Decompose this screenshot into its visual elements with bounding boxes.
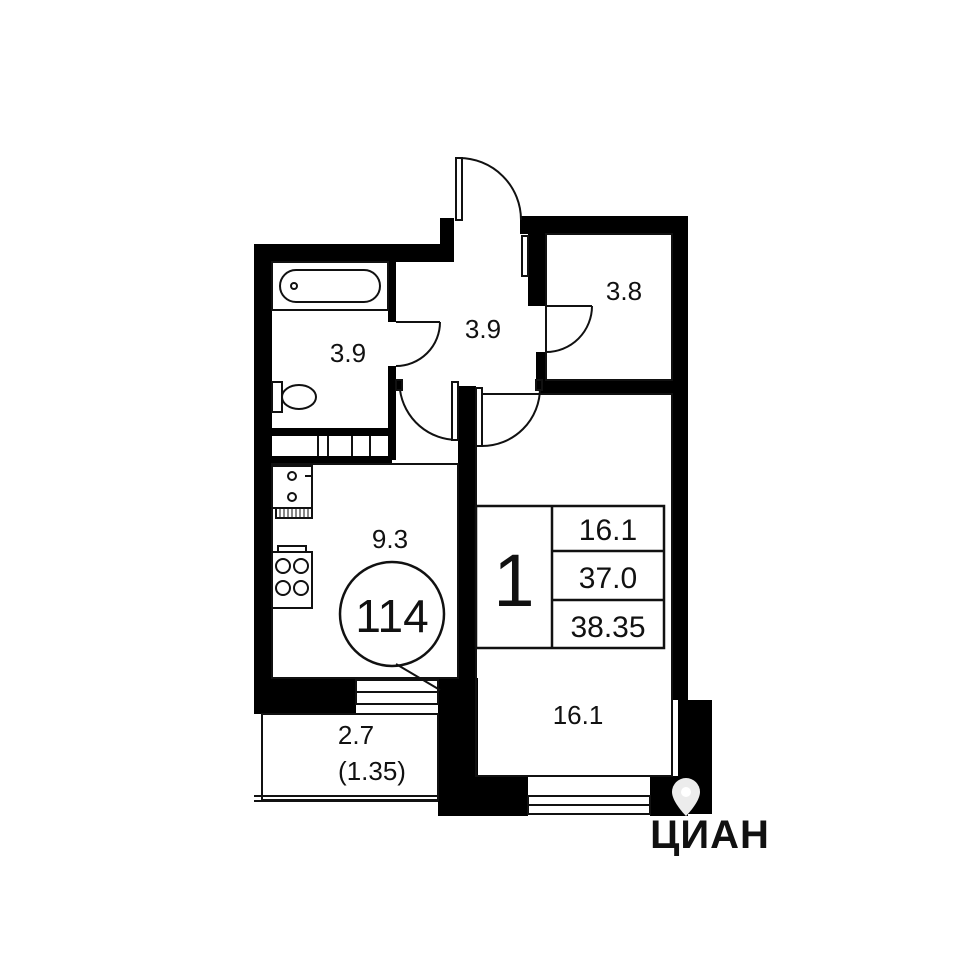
room-area-balcony: 2.7 xyxy=(338,720,374,750)
stove-burner-1 xyxy=(275,558,291,574)
counter-grid-lines xyxy=(279,508,309,518)
wall-top-left-step xyxy=(440,218,454,262)
apartment-number-circle xyxy=(338,560,446,668)
summary-total-area: 37.0 xyxy=(579,562,637,595)
wall-left xyxy=(254,244,272,714)
stove-handle xyxy=(277,545,307,553)
kitchen-door-leaf-el xyxy=(451,381,459,441)
bathtub-inner xyxy=(279,269,381,303)
room-area-living: 16.1 xyxy=(553,700,604,730)
door-jamb-1 xyxy=(395,379,403,391)
toilet-icon xyxy=(281,384,317,410)
summary-living-area: 16.1 xyxy=(579,514,637,547)
room-area-kitchen: 9.3 xyxy=(372,524,408,554)
wall-storage-stub xyxy=(536,352,546,386)
watermark: ЦИАН xyxy=(650,778,770,857)
wall-kitchen-bottom xyxy=(254,678,356,714)
wall-storage-bottom xyxy=(540,380,674,394)
entrance-door-leaf-2 xyxy=(521,235,529,277)
room-area-storage: 3.8 xyxy=(606,276,642,306)
wall-partition xyxy=(458,386,476,682)
wall-top-left xyxy=(254,244,454,262)
kitchen-swing-arc xyxy=(399,389,459,442)
stove-burner-2 xyxy=(293,558,309,574)
wall-bath-bottom xyxy=(272,428,392,436)
watermark-text: ЦИАН xyxy=(650,813,770,857)
walls xyxy=(254,216,712,816)
living-door-leaf xyxy=(475,387,483,447)
storage-door-arc xyxy=(545,305,593,353)
kitchen-door-leaf xyxy=(395,663,441,691)
doors xyxy=(395,157,593,447)
room-area-balcony-reduced: (1.35) xyxy=(338,756,406,786)
fixtures xyxy=(271,261,389,609)
thin-lines xyxy=(254,233,673,815)
wall-bath-bottom-2 xyxy=(272,456,392,464)
toilet-tank xyxy=(271,381,283,413)
wall-bath-right-lower xyxy=(388,366,396,460)
sink-bowl-1 xyxy=(287,471,297,481)
sink-bowl-2 xyxy=(287,492,297,502)
summary-table-frame xyxy=(474,504,666,650)
wall-bath-right xyxy=(388,262,396,322)
entrance-door-arc xyxy=(458,157,522,221)
living-door-arc xyxy=(481,387,541,447)
bathtub-icon xyxy=(271,261,389,311)
location-pin-dot xyxy=(681,787,691,797)
wall-right xyxy=(672,216,688,700)
wall-top-right xyxy=(520,216,688,234)
entrance-door-leaf xyxy=(455,157,463,221)
door-jamb-2 xyxy=(535,379,543,391)
counter-grid xyxy=(275,507,313,519)
bathtub-drain xyxy=(290,282,298,290)
stove-burner-3 xyxy=(275,580,291,596)
room-area-hallway: 3.9 xyxy=(465,314,501,344)
room-area-bathroom: 3.9 xyxy=(330,338,366,368)
wall-bottom-center xyxy=(438,776,528,816)
bath-door-arc xyxy=(395,321,441,367)
summary-table xyxy=(474,504,666,650)
wall-storage-left xyxy=(528,232,546,306)
summary-rooms-count: 1 xyxy=(493,539,534,622)
apartment-number: 114 xyxy=(355,590,428,642)
summary-total-with-balcony: 38.35 xyxy=(570,611,645,644)
stove-burner-4 xyxy=(293,580,309,596)
